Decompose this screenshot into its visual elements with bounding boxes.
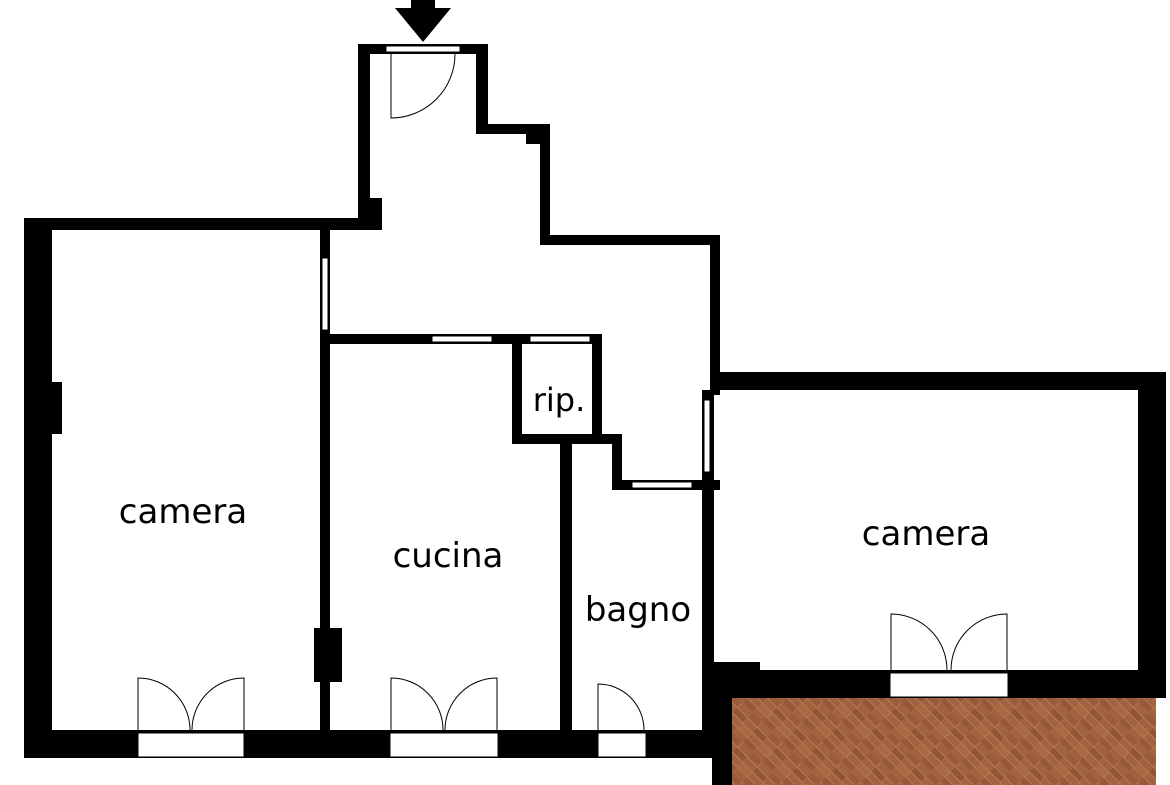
window-cucina-top: [431, 335, 493, 343]
bagno-door: [597, 683, 645, 731]
windows: [137, 45, 1009, 758]
cucina-door-right: [444, 677, 498, 731]
room-label-camera-right: camera: [862, 514, 990, 554]
room-label-camera-left: camera: [119, 492, 247, 532]
terrace: [732, 698, 1156, 785]
camera-right-door-right: [950, 613, 1008, 671]
cucina-door-left: [390, 677, 444, 731]
camera-left-door-right: [191, 677, 245, 731]
room-label-ripostiglio: rip.: [533, 381, 586, 419]
room-label-cucina: cucina: [393, 536, 504, 576]
window-entrance: [385, 45, 461, 53]
window-camera-right-bottom: [889, 672, 1009, 698]
down-arrow-icon: [395, 0, 451, 42]
window-bagno-top: [631, 481, 693, 489]
window-right-room: [703, 399, 711, 473]
window-camera-left-bottom: [137, 732, 245, 758]
entrance-door: [390, 53, 456, 119]
window-bagno-bottom: [597, 732, 647, 758]
camera-right-door-left: [890, 613, 948, 671]
camera-left-door-left: [137, 677, 191, 731]
room-label-bagno: bagno: [585, 590, 691, 630]
window-cucina-bottom: [389, 732, 499, 758]
doors: [137, 53, 1008, 731]
window-hall-left: [321, 257, 329, 331]
window-rip-top: [529, 335, 591, 343]
